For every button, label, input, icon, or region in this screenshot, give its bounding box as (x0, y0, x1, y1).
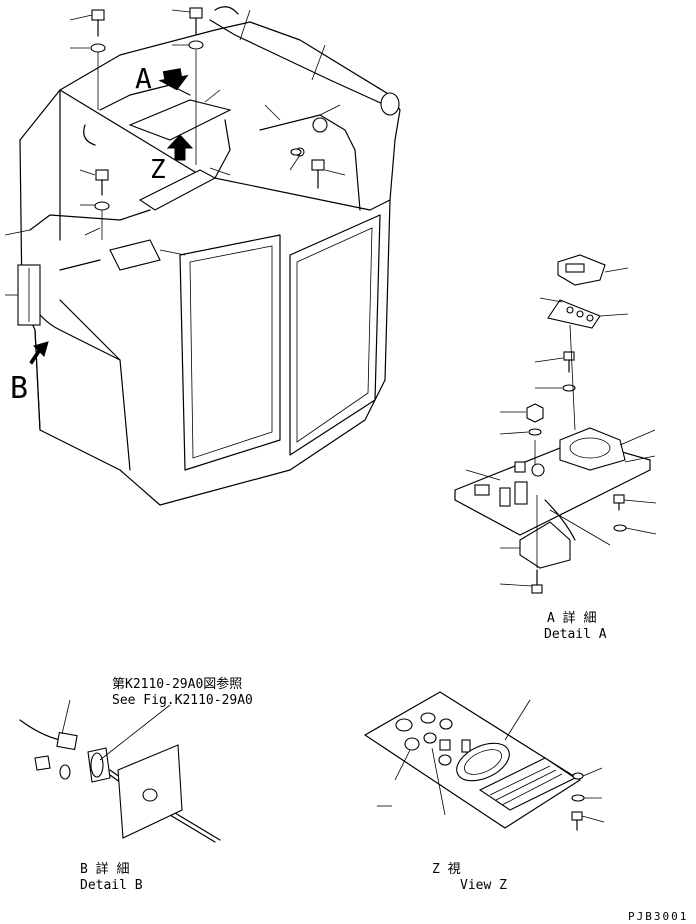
detail-a-title-en: Detail A (544, 627, 607, 642)
detail-b-drawing: 第K2110-29A0図参照 See Fig.K2110-29A0 B 詳 細 … (19, 676, 253, 893)
drawing-code: PJB3001 (628, 910, 688, 923)
bolt-icon (290, 148, 325, 189)
bolt-icon (90, 9, 106, 53)
bolt-icon (94, 169, 110, 211)
arrow-b-icon (29, 341, 49, 365)
bolt-icon (188, 7, 204, 50)
view-z-drawing: Z 視 View Z (364, 691, 605, 893)
detail-a-title-jp: A 詳 細 (547, 610, 596, 626)
detail-b-title-en: Detail B (80, 878, 143, 893)
detail-a-drawing: A 詳 細 Detail A (454, 254, 657, 642)
view-letter-z: Z (150, 155, 166, 185)
arrow-z-icon (166, 134, 194, 161)
view-z-title-jp: Z 視 (432, 862, 461, 877)
detail-b-title-jp: B 詳 細 (80, 861, 129, 877)
arrow-a-icon (158, 68, 189, 91)
view-z-title-en: View Z (460, 878, 507, 893)
view-letter-a: A (135, 62, 152, 95)
detail-b-ref-jp: 第K2110-29A0図参照 (112, 676, 242, 692)
detail-b-ref-en: See Fig.K2110-29A0 (112, 693, 253, 708)
cab-assembly: A Z B (4, 6, 401, 506)
view-letter-b: B (10, 371, 28, 406)
